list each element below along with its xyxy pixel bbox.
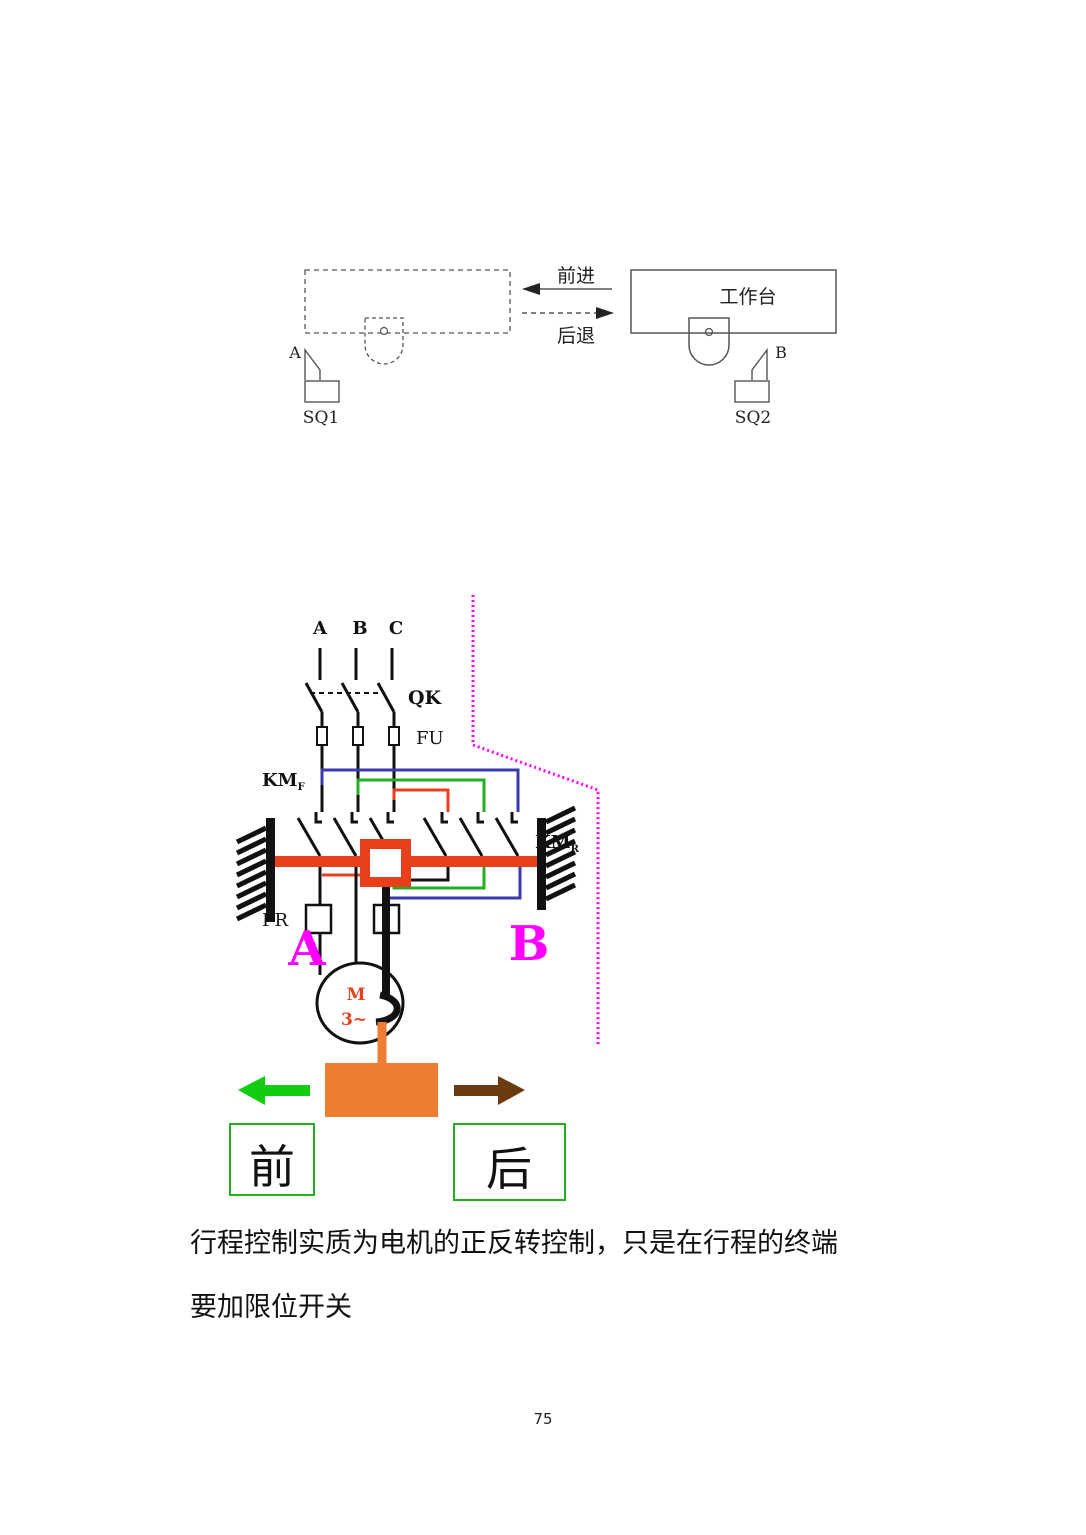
backward-arrow — [522, 307, 614, 319]
stop-b-label: B — [509, 916, 550, 972]
phase-a-label: A — [312, 618, 328, 639]
worktable — [630, 269, 837, 334]
sq2-label: SQ2 — [735, 408, 771, 428]
worktable-ghost — [304, 269, 511, 334]
contactor-contacts — [296, 812, 520, 857]
back-label: 后 — [486, 1142, 532, 1196]
front-label: 前 — [249, 1140, 295, 1194]
caption-line-1: 行程控制实质为电机的正反转控制，只是在行程的终端 — [190, 1228, 838, 1259]
left-stop — [235, 818, 275, 922]
backward-label: 后退 — [557, 325, 595, 347]
page-number: 75 — [533, 1410, 553, 1428]
motor-label-top: M — [347, 985, 366, 1005]
cam-ghost — [364, 317, 404, 365]
forward-arrow — [522, 283, 612, 295]
worktable-travel-diagram: 工作台 前进 后退 A SQ1 B SQ2 — [288, 265, 837, 428]
wire-black-bottom — [410, 862, 450, 882]
back-label-box — [453, 1123, 566, 1201]
fu-label: FU — [416, 728, 444, 749]
limit-switch-sq1 — [304, 347, 340, 403]
worktable-label: 工作台 — [719, 286, 776, 308]
sq1-label: SQ1 — [303, 408, 339, 428]
boundary-dotted-line — [471, 595, 600, 1045]
front-direction-arrow — [238, 1076, 310, 1105]
right-stop — [537, 805, 577, 910]
phase-b-label: B — [352, 618, 367, 639]
wire-red-top — [392, 788, 450, 812]
front-label-box — [229, 1123, 315, 1196]
fr-label: FR — [262, 910, 288, 931]
rail-slider — [360, 839, 411, 887]
stop-a-label: A — [287, 921, 326, 977]
cam — [688, 317, 730, 366]
motor-label-bottom: 3~ — [341, 1010, 367, 1030]
point-a-label: A — [288, 343, 301, 362]
worktable-block — [325, 1063, 438, 1117]
actuator-arm — [375, 880, 401, 1068]
phase-c-label: C — [389, 618, 403, 639]
motor-control-circuit-diagram: A B C QK FU KM — [229, 595, 600, 1201]
caption-paragraph: 行程控制实质为电机的正反转控制，只是在行程的终端 要加限位开关 — [190, 1212, 950, 1340]
fuses — [316, 726, 400, 746]
wire-green-top — [356, 778, 486, 812]
caption-line-2: 要加限位开关 — [190, 1292, 352, 1323]
forward-label: 前进 — [557, 265, 595, 287]
limit-switch-sq2 — [734, 347, 770, 403]
wire-blue-top — [320, 768, 520, 812]
qk-label: QK — [408, 687, 443, 709]
back-direction-arrow — [454, 1076, 525, 1105]
kmf-label: KMF — [262, 770, 305, 793]
point-b-label: B — [775, 343, 787, 362]
